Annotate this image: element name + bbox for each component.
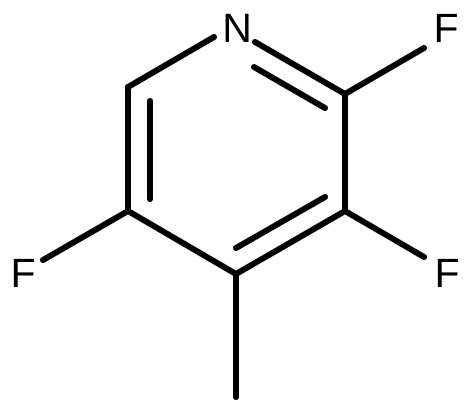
bond-n1-c2-outer — [252, 39, 348, 97]
atom-label-f2: F — [433, 5, 458, 51]
atom-label-n1: N — [222, 5, 252, 51]
bond-n1-c2-inner — [251, 64, 328, 111]
bond-c3-f3 — [342, 208, 427, 260]
bond-c3-c4-outer — [233, 208, 348, 277]
atom-label-f5: F — [10, 250, 35, 296]
bond-c3-c4-inner — [233, 194, 328, 251]
atom-label-f3: F — [434, 250, 459, 296]
atom-label-layer: N F F F — [10, 5, 459, 296]
bond-layer — [40, 34, 427, 400]
bond-c5-f5 — [40, 208, 131, 263]
bond-c4-c5 — [125, 208, 239, 277]
bond-c6-n1 — [125, 34, 217, 90]
bond-c2-f2 — [342, 45, 427, 97]
